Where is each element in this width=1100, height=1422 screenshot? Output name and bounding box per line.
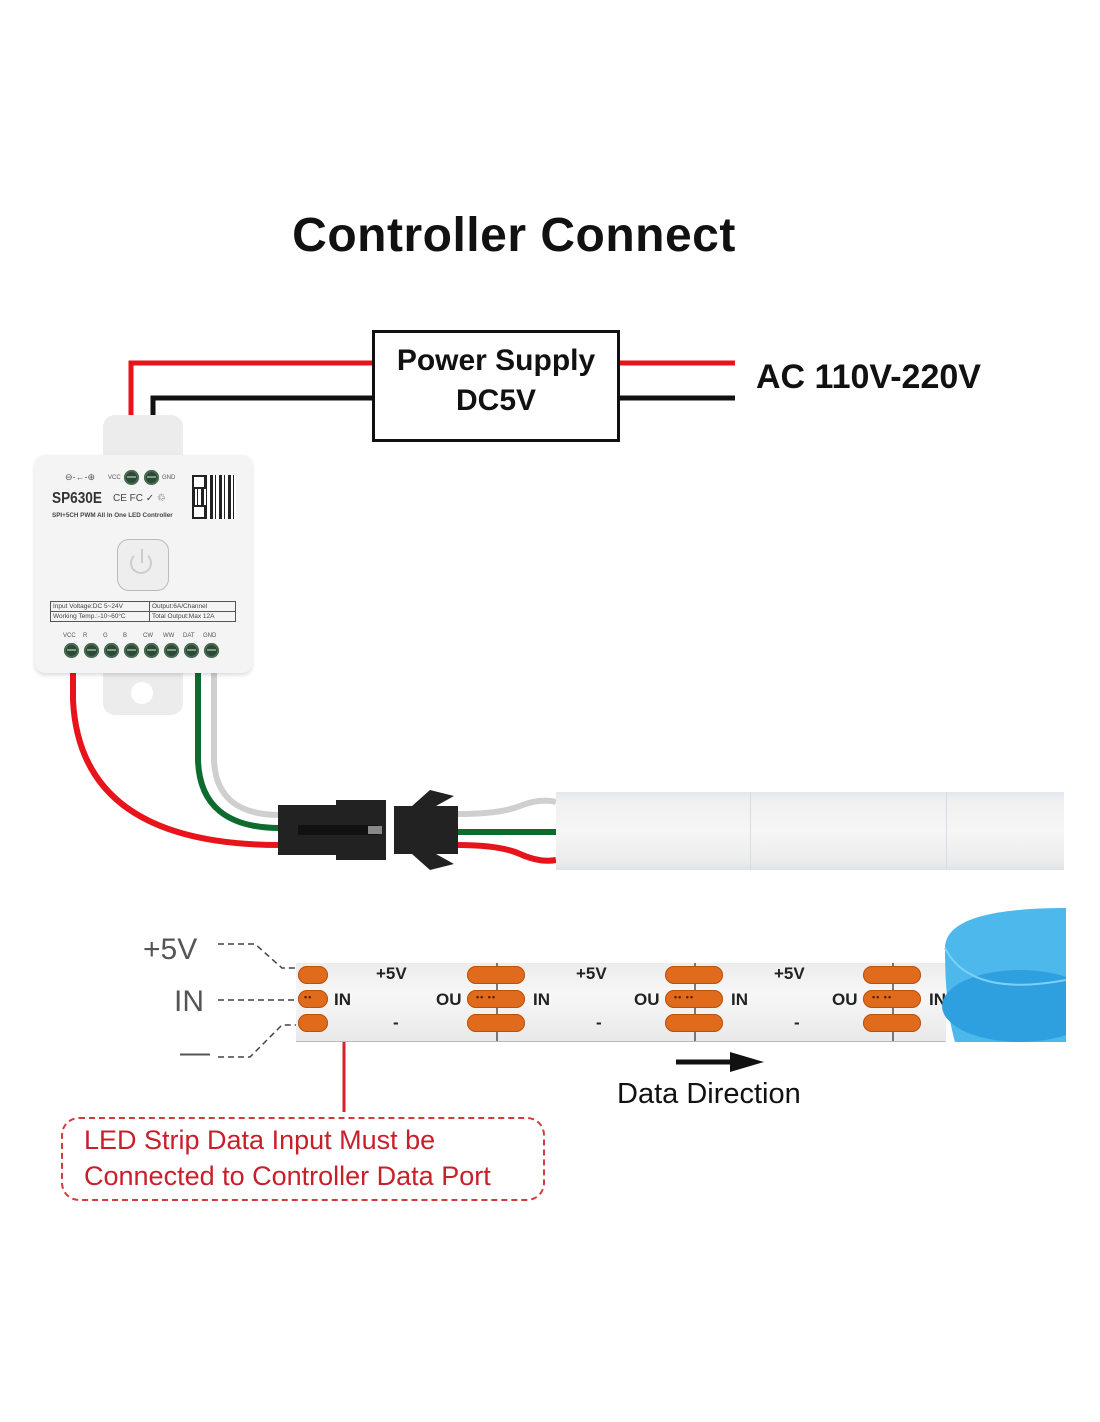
- warning-note-line1: LED Strip Data Input Must be: [84, 1125, 436, 1155]
- warning-note-box: [61, 1117, 545, 1201]
- solder-pad: •• ••: [665, 990, 723, 1008]
- terminal-g: [104, 643, 119, 658]
- terminal-dat: [184, 643, 199, 658]
- neon-cut-mark: [946, 792, 947, 870]
- solder-pad: [863, 1014, 921, 1032]
- pad-contact-dots: •• ••: [674, 992, 695, 1002]
- pin-label-gnd: GND: [162, 475, 176, 481]
- connector-male: [278, 800, 386, 860]
- ac-input-label: AC 110V-220V: [756, 358, 981, 396]
- controller-device: ⊖-←-⊕ VCC GND SP630E CE FC ✓ ♲ SPI+5CH P…: [35, 455, 252, 673]
- strip-negative-label: -: [794, 1013, 800, 1032]
- connector-female: [394, 790, 458, 870]
- solder-pad: [665, 966, 723, 984]
- spec-cell: Working Temp.:-10~60°C: [50, 611, 150, 622]
- pin-label-b: B: [123, 633, 128, 639]
- blue-tape-roll: [942, 908, 1066, 1042]
- power-icon-stem: [141, 549, 143, 563]
- solder-pad: [298, 966, 328, 984]
- spec-cell: Input Voltage:DC 5~24V: [50, 601, 150, 612]
- output-positive-wire: [70, 672, 281, 848]
- strip-positive-label: +5V: [774, 964, 805, 983]
- pin-label-dat: DAT: [183, 633, 195, 639]
- qr-code: [192, 475, 236, 519]
- strip-positive-label: +5V: [376, 964, 407, 983]
- terminal-vcc: [124, 470, 139, 485]
- dc-polarity-symbol: ⊖-←-⊕: [65, 472, 96, 482]
- certification-marks: CE FC ✓ ♲: [113, 493, 166, 504]
- terminal-b: [124, 643, 139, 658]
- led-strip-pcb: •• IN +5V - OU •• •• IN +5V - OU •• •• IN +5V - OU •• •…: [296, 963, 946, 1042]
- side-label-positive: +5V: [143, 933, 198, 966]
- side-label-data-in: IN: [174, 985, 204, 1018]
- strip-input-label: IN: [533, 990, 550, 1009]
- strip-input-label: IN: [929, 990, 946, 1009]
- positive-leader: [218, 943, 298, 969]
- strip-input-label: IN: [334, 990, 351, 1009]
- terminal-r: [84, 643, 99, 658]
- pin-label-r: R: [83, 633, 88, 639]
- strip-ground-wire: [457, 797, 557, 817]
- spec-cell: Output:6A/Channel: [148, 601, 237, 612]
- data-direction-arrowhead: [730, 1052, 764, 1072]
- strip-positive-label: +5V: [576, 964, 607, 983]
- output-ground-wire: [211, 672, 281, 818]
- power-button[interactable]: [117, 539, 169, 591]
- strip-input-label: IN: [731, 990, 748, 1009]
- spec-cell: Total Output:Max 12A: [148, 611, 237, 622]
- pin-label-gnd: GND: [203, 633, 217, 639]
- controller-subtitle: SPI+5CH PWM All In One LED Controller: [52, 512, 173, 519]
- spec-table: Input Voltage:DC 5~24V Output:6A/Channel…: [50, 601, 237, 622]
- terminal-ww: [164, 643, 179, 658]
- diagram-title: Controller Connect: [292, 209, 736, 262]
- spec-row: Input Voltage:DC 5~24V Output:6A/Channel: [50, 601, 237, 612]
- side-label-negative: —: [180, 1036, 210, 1069]
- terminal-gnd: [144, 470, 159, 485]
- terminal-gnd: [204, 643, 219, 658]
- pin-label-vcc: VCC: [108, 475, 121, 481]
- pad-contact-dots: •• ••: [872, 992, 893, 1002]
- strip-positive-wire: [457, 842, 557, 864]
- pad-contact-dots: ••: [304, 992, 313, 1002]
- mount-hole: [131, 682, 153, 704]
- controller-mount-tab-bottom: [103, 670, 183, 715]
- output-data-wire: [195, 672, 281, 831]
- solder-pad: [467, 966, 525, 984]
- solder-pad: [863, 966, 921, 984]
- power-icon: [130, 552, 152, 574]
- pin-label-vcc: VCC: [63, 633, 76, 639]
- negative-leader: [218, 1024, 298, 1058]
- solder-pad: [298, 1014, 328, 1032]
- psu-negative-wire: [150, 395, 374, 455]
- warning-note-line2: Connected to Controller Data Port: [84, 1161, 491, 1191]
- solder-pad: [467, 1014, 525, 1032]
- power-supply-label: Power Supply: [396, 344, 596, 377]
- terminal-vcc: [64, 643, 79, 658]
- strip-output-label: OU: [634, 990, 660, 1009]
- solder-pad: •• ••: [467, 990, 525, 1008]
- pin-label-g: G: [103, 633, 108, 639]
- data-direction-label: Data Direction: [617, 1078, 801, 1110]
- pad-contact-dots: •• ••: [476, 992, 497, 1002]
- power-supply-voltage: DC5V: [455, 384, 537, 417]
- pin-label-cw: CW: [143, 633, 153, 639]
- power-supply-box: Power Supply DC5V: [372, 330, 620, 442]
- strip-output-label: OU: [436, 990, 462, 1009]
- strip-negative-label: -: [596, 1013, 602, 1032]
- strip-negative-label: -: [393, 1013, 399, 1032]
- model-name: SP630E: [52, 490, 102, 507]
- solder-pad: [665, 1014, 723, 1032]
- strip-output-label: OU: [832, 990, 858, 1009]
- neon-cut-mark: [750, 792, 751, 870]
- pin-label-ww: WW: [163, 633, 175, 639]
- solder-pad: •• ••: [863, 990, 921, 1008]
- neon-led-strip: [556, 792, 1064, 870]
- warning-note-text: LED Strip Data Input Must be Connected t…: [84, 1122, 491, 1194]
- solder-pad: ••: [298, 990, 328, 1008]
- terminal-cw: [144, 643, 159, 658]
- spec-row: Working Temp.:-10~60°C Total Output:Max …: [50, 611, 237, 622]
